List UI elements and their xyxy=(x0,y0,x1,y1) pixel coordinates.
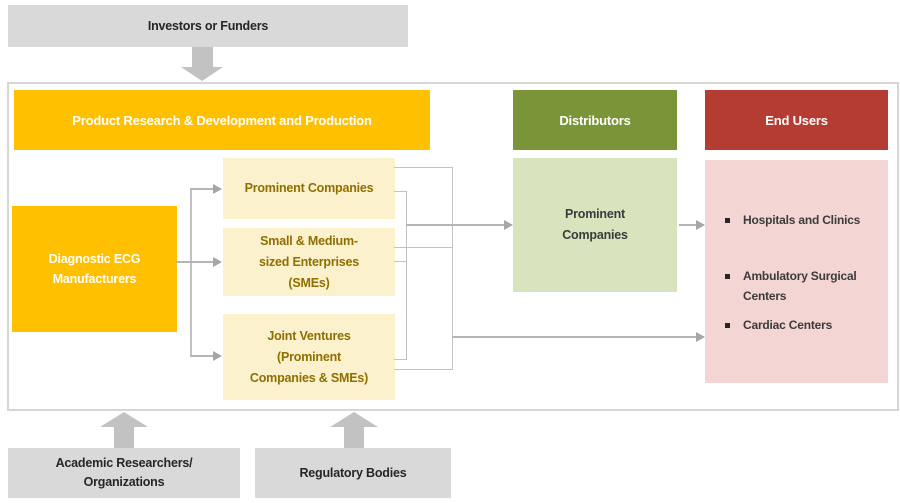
bullet-square-icon xyxy=(725,274,730,279)
joint-ventures-label: Joint Ventures (Prominent Companies & SM… xyxy=(249,328,369,385)
distributors-header: Distributors xyxy=(513,90,677,150)
end-user-item: Ambulatory Surgical Centers xyxy=(725,266,888,306)
connector-line xyxy=(406,224,504,226)
end-user-item-label: Cardiac Centers xyxy=(743,318,833,332)
down-arrow-head xyxy=(181,67,223,81)
connector-line xyxy=(394,261,407,262)
regulatory-bodies-label: Regulatory Bodies xyxy=(299,465,407,480)
connector-line xyxy=(190,188,214,190)
connector-line xyxy=(190,188,192,357)
investors-funders-box: Investors or Funders xyxy=(8,5,408,47)
connector-line xyxy=(452,336,696,338)
end-user-item-label: Ambulatory Surgical Centers xyxy=(743,269,857,303)
smes-label: Small & Medium- sized Enterprises (SMEs) xyxy=(258,233,360,290)
connector-line xyxy=(452,167,453,370)
bullet-square-icon xyxy=(725,218,730,223)
connector-line xyxy=(406,191,407,360)
arrowhead-right-icon xyxy=(213,184,222,194)
arrowhead-right-icon xyxy=(504,220,513,230)
end-users-list: Hospitals and Clinics Ambulatory Surgica… xyxy=(705,160,888,383)
arrowhead-right-icon xyxy=(213,351,222,361)
connector-line xyxy=(394,167,452,168)
distributors-label: Distributors xyxy=(559,112,631,128)
rd-production-label: Product Research & Development and Produ… xyxy=(72,112,372,128)
distributor-prominent-companies-label: Prominent Companies xyxy=(562,207,628,242)
up-arrow-head xyxy=(100,412,148,427)
arrowhead-right-icon xyxy=(213,257,222,267)
end-users-label: End Users xyxy=(765,112,828,128)
joint-ventures-box: Joint Ventures (Prominent Companies & SM… xyxy=(223,314,395,400)
end-user-item-label: Hospitals and Clinics xyxy=(743,213,861,227)
up-arrow-shaft xyxy=(114,427,134,448)
connector-line xyxy=(394,191,407,192)
connector-line xyxy=(394,369,452,370)
smes-box: Small & Medium- sized Enterprises (SMEs) xyxy=(223,228,395,296)
end-user-item: Cardiac Centers xyxy=(725,315,888,335)
distributor-prominent-companies-box: Prominent Companies xyxy=(513,158,677,292)
diagnostic-ecg-manufacturers-box: Diagnostic ECG Manufacturers xyxy=(12,206,177,332)
connector-line xyxy=(190,355,214,357)
prominent-companies-box: Prominent Companies xyxy=(223,158,395,219)
rd-production-header: Product Research & Development and Produ… xyxy=(14,90,430,150)
connector-line xyxy=(394,247,452,248)
connector-line xyxy=(394,359,407,360)
bullet-square-icon xyxy=(725,323,730,328)
regulatory-bodies-box: Regulatory Bodies xyxy=(255,448,451,498)
end-user-item: Hospitals and Clinics xyxy=(725,210,888,230)
connector-line xyxy=(679,224,696,226)
arrowhead-right-icon xyxy=(696,332,705,342)
prominent-companies-label: Prominent Companies xyxy=(244,181,374,195)
investors-funders-label: Investors or Funders xyxy=(147,18,269,33)
diagnostic-ecg-manufacturers-label: Diagnostic ECG Manufacturers xyxy=(48,252,141,286)
connector-line xyxy=(190,261,214,263)
academic-researchers-box: Academic Researchers/ Organizations xyxy=(8,448,240,498)
up-arrow-head xyxy=(330,412,378,427)
connector-line xyxy=(175,261,190,263)
up-arrow-shaft xyxy=(344,427,364,448)
down-arrow-shaft xyxy=(192,47,213,67)
arrowhead-right-icon xyxy=(696,220,705,230)
end-users-header: End Users xyxy=(705,90,888,150)
academic-researchers-label: Academic Researchers/ Organizations xyxy=(55,456,193,489)
